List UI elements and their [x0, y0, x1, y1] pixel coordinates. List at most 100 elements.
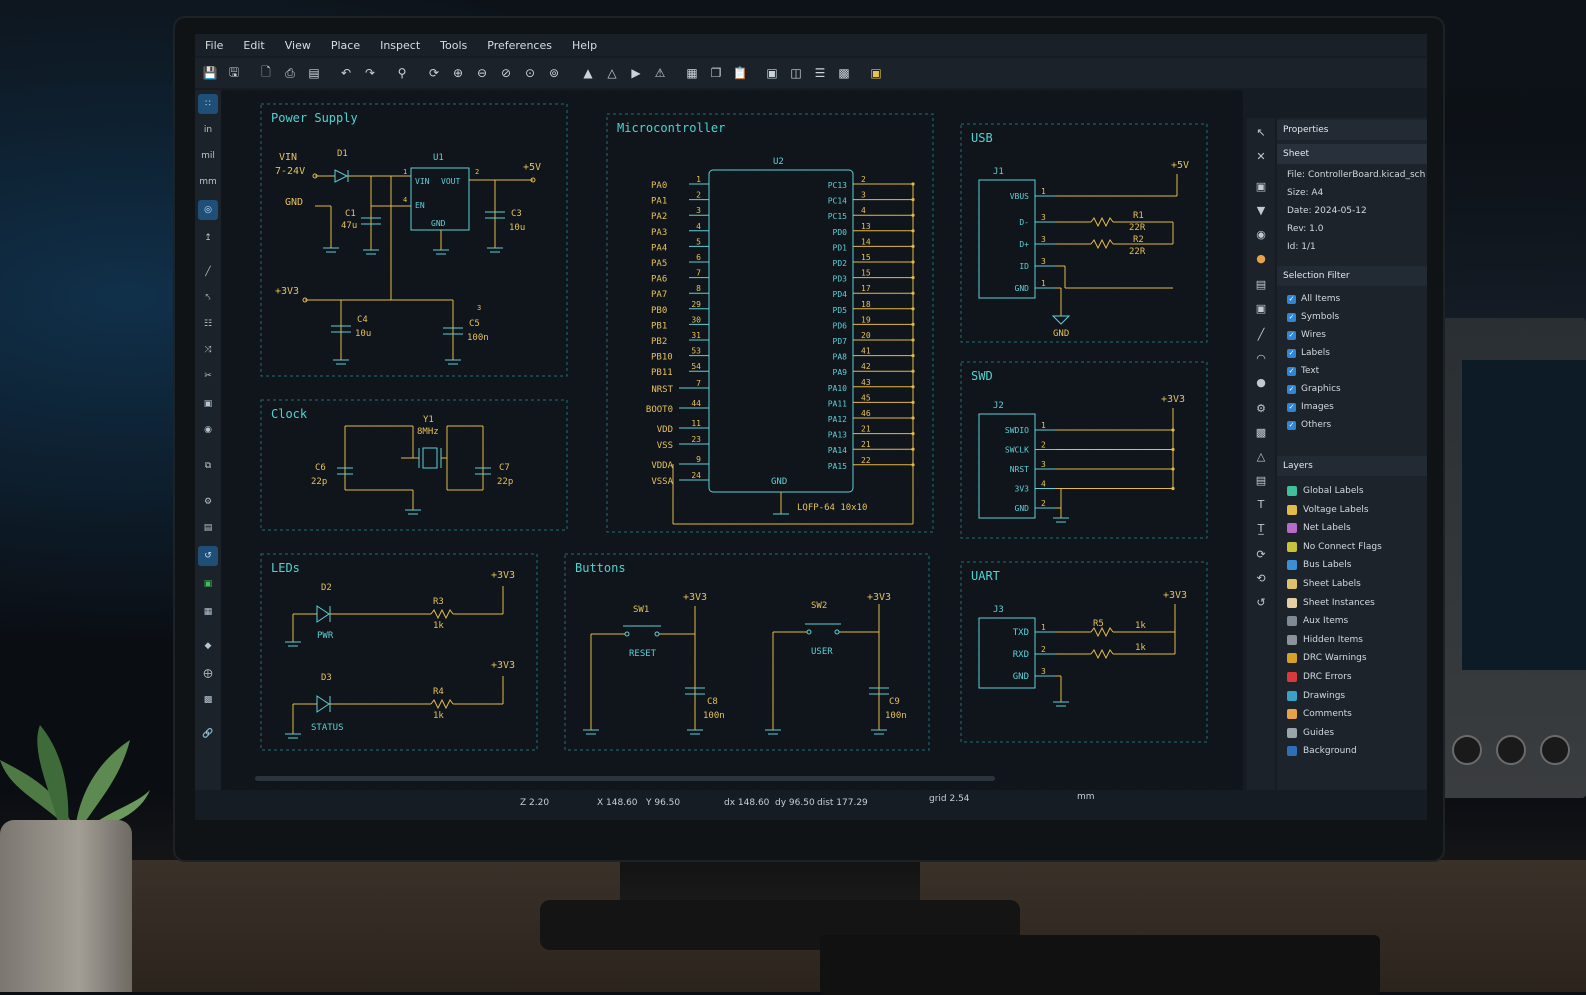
line-icon[interactable]: ╱	[1257, 327, 1265, 341]
mirror-icon[interactable]: ↺	[1256, 595, 1266, 609]
units-mm-button[interactable]: mm	[199, 177, 217, 187]
zoom-selection-icon[interactable]: ⊙	[524, 66, 536, 80]
layer-color-swatch[interactable]	[1287, 634, 1297, 645]
layer-sheet-labels[interactable]: Sheet Labels	[1287, 579, 1361, 589]
checkbox-checked-icon[interactable]: ✓	[1287, 366, 1296, 376]
table-icon[interactable]: ▦	[203, 607, 213, 617]
checkbox-checked-icon[interactable]: ✓	[1287, 330, 1296, 340]
layer-comments[interactable]: Comments	[1287, 709, 1352, 720]
find-icon[interactable]: ⚲	[397, 66, 407, 80]
wire-tool-icon[interactable]: ╱	[205, 267, 211, 277]
symbol-icon[interactable]: ▣	[1255, 179, 1267, 193]
highlight-net-icon[interactable]: ↺	[198, 546, 218, 566]
layer-color-swatch[interactable]	[1287, 504, 1297, 515]
layer-color-swatch[interactable]	[1287, 616, 1297, 627]
snap-icon[interactable]: ◎	[198, 200, 218, 220]
diamond-icon[interactable]: ◆	[204, 641, 212, 651]
filter-graphics[interactable]: ✓Graphics	[1287, 384, 1341, 394]
rotate-icon[interactable]: ⟲	[1256, 571, 1266, 585]
label-icon[interactable]: ●	[1256, 251, 1266, 265]
layer-net-labels[interactable]: Net Labels	[1287, 523, 1351, 534]
run-icon[interactable]: ▶	[631, 66, 641, 80]
grid-icon[interactable]: ∷	[198, 94, 218, 114]
menu-file[interactable]: File	[205, 38, 224, 52]
checkbox-checked-icon[interactable]: ✓	[1287, 312, 1296, 322]
green-tool-icon[interactable]: ▣	[203, 579, 213, 589]
layer-icon[interactable]: ▣	[203, 399, 213, 409]
layer-color-swatch[interactable]	[1287, 690, 1297, 701]
bus-tool-icon[interactable]: ⤣	[205, 293, 211, 303]
menu-tools[interactable]: Tools	[440, 38, 468, 52]
netlist-icon[interactable]: ▦	[686, 66, 698, 80]
filter-all-items[interactable]: ✓All Items	[1287, 294, 1340, 304]
sheet-power-supply[interactable]: Power Supply VIN 7-24V GND D1 U1 VIN VOU…	[260, 103, 568, 377]
menu-preferences[interactable]: Preferences	[487, 38, 552, 52]
table-place-icon[interactable]: ▩	[1255, 425, 1267, 439]
units-inch-button[interactable]: in	[203, 125, 213, 135]
copy-icon[interactable]: ⧉	[204, 461, 212, 471]
save-icon[interactable]: 💾	[202, 66, 218, 80]
layer-color-swatch[interactable]	[1287, 560, 1297, 571]
layer-color-swatch[interactable]	[1287, 672, 1297, 682]
filter-symbols[interactable]: ✓Symbols	[1287, 312, 1339, 322]
zoom-fit-icon[interactable]: ⊘	[500, 66, 512, 80]
refresh-icon[interactable]: ⟳	[428, 66, 440, 80]
schematic-canvas[interactable]: Power Supply VIN 7-24V GND D1 U1 VIN VOU…	[221, 90, 1243, 790]
menu-place[interactable]: Place	[330, 38, 361, 52]
zoom-out-icon[interactable]: ⊖	[476, 66, 488, 80]
menu-help[interactable]: Help	[571, 38, 598, 52]
layer-guides[interactable]: Guides	[1287, 727, 1334, 738]
warning-icon[interactable]: ⚠	[654, 66, 666, 80]
sheet-icon[interactable]: ▤	[1255, 277, 1267, 291]
move-icon[interactable]: ⟳	[1256, 547, 1266, 561]
zoom-objects-icon[interactable]: ⊚	[548, 66, 560, 80]
property-icon[interactable]: ▤	[203, 523, 213, 533]
redo-icon[interactable]: ↷	[364, 66, 376, 80]
layer-color-swatch[interactable]	[1287, 523, 1297, 534]
link-icon[interactable]: 🔗	[202, 729, 214, 739]
undo-icon[interactable]: ↶	[340, 66, 352, 80]
layer-global-labels[interactable]: Global Labels	[1287, 486, 1364, 496]
textbox-icon[interactable]: ▤	[1255, 473, 1267, 487]
filter-others[interactable]: ✓Others	[1287, 420, 1331, 430]
sheet-leds[interactable]: LEDs D2 PWR R3 1k +3V3 D3 STATUS R4 1k	[260, 553, 538, 751]
scissors-icon[interactable]: ✂	[204, 371, 212, 381]
scripting-icon[interactable]: ▣	[870, 66, 882, 80]
annotate-icon[interactable]: ▲	[583, 66, 593, 80]
layer-color-swatch[interactable]	[1287, 709, 1297, 720]
cursor-icon[interactable]: ↥	[204, 233, 212, 243]
checkbox-checked-icon[interactable]: ✓	[1287, 420, 1296, 430]
symbol-editor-icon[interactable]: ▣	[766, 66, 778, 80]
horizontal-scrollbar[interactable]	[255, 776, 995, 781]
assign-icon[interactable]: ☰	[814, 66, 826, 80]
sheet-clock[interactable]: Clock Y1 8MHz C6 22p C7 22p	[260, 399, 568, 531]
filter-images[interactable]: ✓Images	[1287, 402, 1334, 412]
zoom-in-icon[interactable]: ⊕	[452, 66, 464, 80]
print-icon[interactable]: ⎙	[285, 65, 295, 80]
layer-color-swatch[interactable]	[1287, 653, 1297, 664]
layer-drc-errors[interactable]: DRC Errors	[1287, 672, 1352, 682]
layer-color-swatch[interactable]	[1287, 597, 1297, 608]
sheet-buttons[interactable]: Buttons SW1 RESET +3V3 C8 100n SW2 USER …	[564, 553, 930, 751]
3d-icon[interactable]: ◉	[204, 425, 212, 435]
menu-inspect[interactable]: Inspect	[380, 38, 421, 52]
bom-icon[interactable]: ❐	[710, 66, 722, 80]
select-icon[interactable]: ↖	[1256, 125, 1266, 139]
layer-drc-warnings[interactable]: DRC Warnings	[1287, 653, 1367, 664]
align-icon[interactable]: ⨁	[203, 669, 213, 679]
text-field-icon[interactable]: T̲	[1257, 521, 1265, 535]
power-port-icon[interactable]: ▼	[1256, 203, 1266, 217]
filter-labels[interactable]: ✓Labels	[1287, 348, 1330, 358]
plot-icon[interactable]: ▤	[308, 66, 320, 80]
settings-icon[interactable]: ⚙	[203, 497, 213, 507]
layer-background[interactable]: Background	[1287, 746, 1357, 757]
erc-icon[interactable]: △	[607, 66, 617, 80]
checkbox-checked-icon[interactable]: ✓	[1287, 348, 1296, 358]
alert-icon[interactable]: △	[1256, 449, 1266, 463]
image-icon[interactable]: ▩	[203, 695, 213, 705]
pcb-icon[interactable]: ▩	[838, 66, 850, 80]
clipboard-icon[interactable]: 📋	[732, 66, 748, 80]
